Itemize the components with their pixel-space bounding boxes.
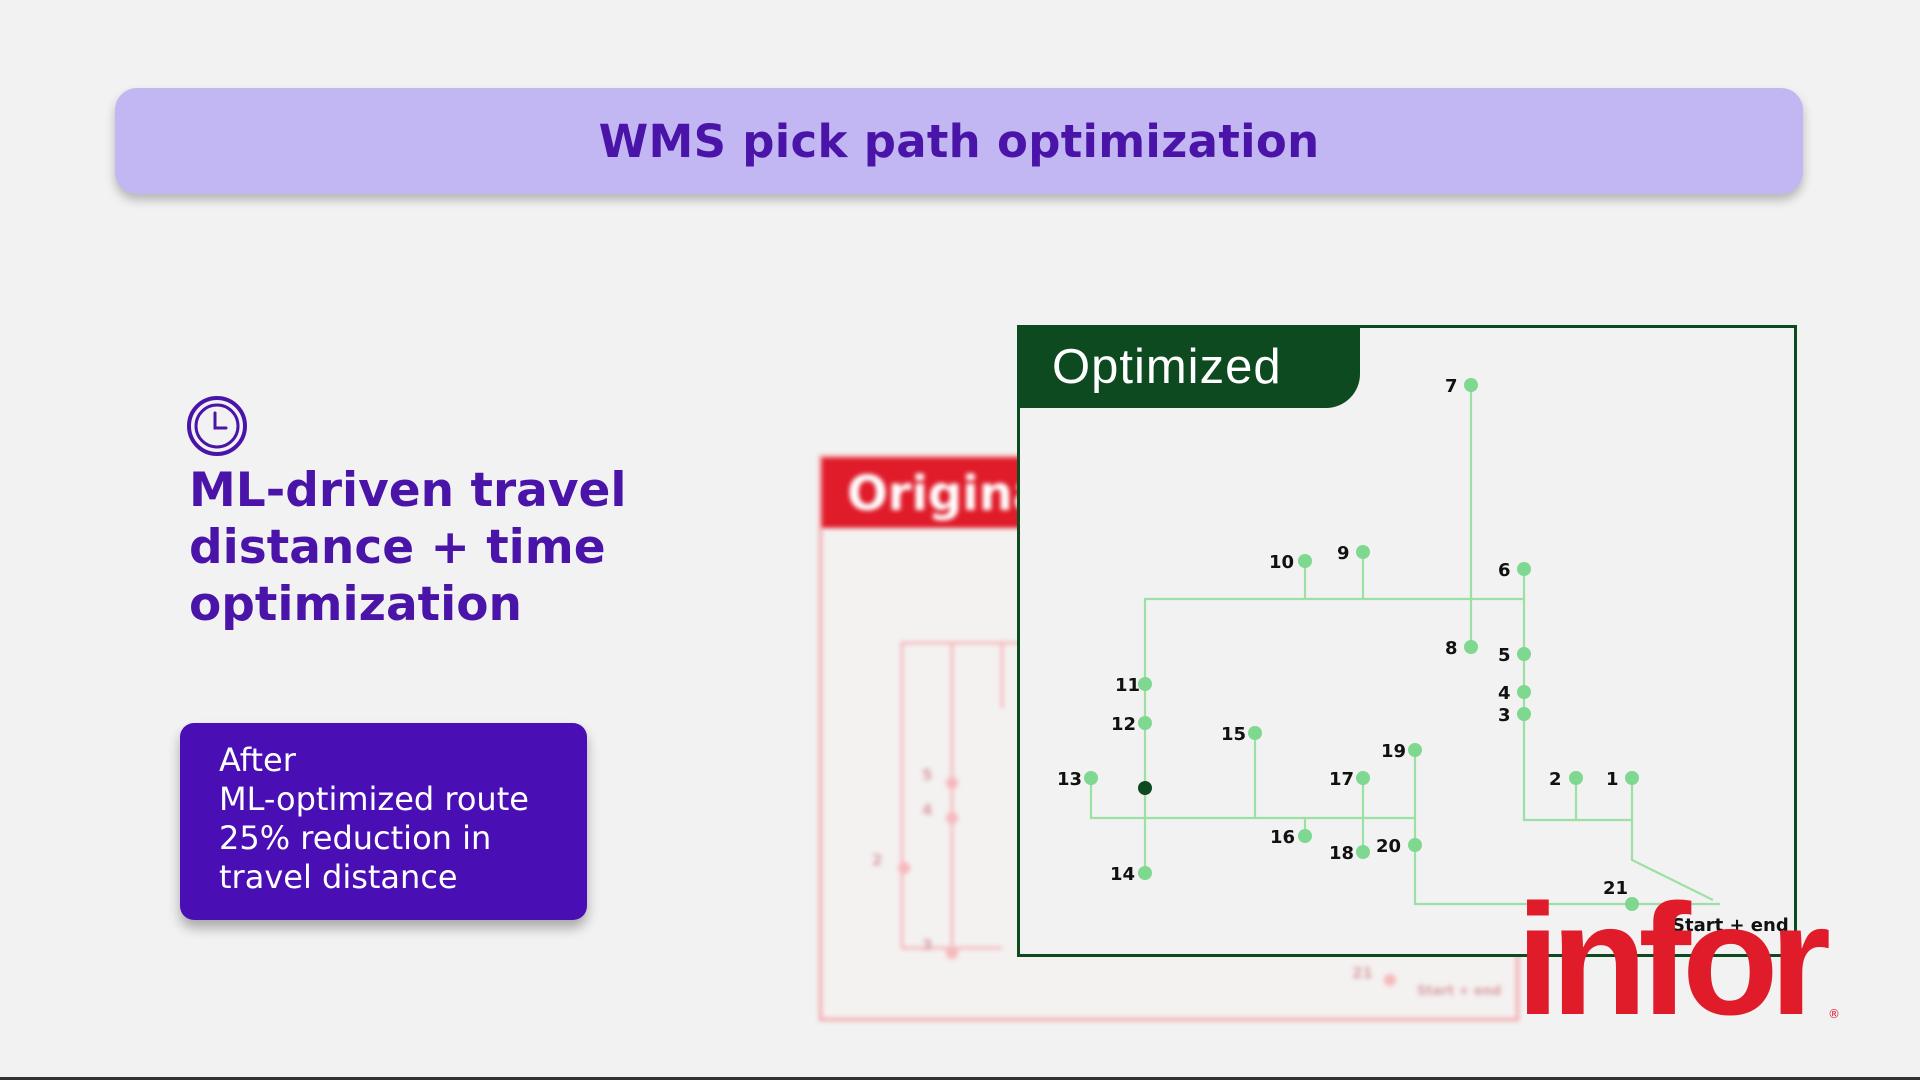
original-label-4: 4 <box>922 801 932 819</box>
title-banner: WMS pick path optimization <box>115 88 1803 194</box>
registered-mark: ® <box>1828 1007 1840 1021</box>
bottom-divider <box>0 1077 1920 1080</box>
callout-line-3: 25% reduction in <box>219 819 492 857</box>
headline-line-3: optimization <box>189 577 522 632</box>
original-label-start: Start + end <box>1417 984 1501 999</box>
optimized-route-panel: Optimized <box>1017 325 1797 957</box>
callout-line-1: After <box>219 741 296 779</box>
infor-logo: infor <box>1516 872 1831 1048</box>
headline: ML-driven travel distance + time optimiz… <box>189 462 709 633</box>
original-label-2: 2 <box>872 851 882 869</box>
callout-line-2: ML-optimized route <box>219 780 529 818</box>
original-route-diagram: 5 4 2 3 21 Start + end <box>872 642 1501 999</box>
original-label-3: 3 <box>922 936 932 954</box>
headline-line-1: ML-driven travel <box>189 463 627 518</box>
clock-icon <box>187 396 247 456</box>
original-label-21: 21 <box>1352 964 1373 982</box>
original-label-5: 5 <box>922 766 932 784</box>
headline-line-2: distance + time <box>189 520 606 575</box>
optimized-tab: Optimized <box>1020 328 1360 408</box>
callout-line-4: travel distance <box>219 858 458 896</box>
result-callout: After ML-optimized route 25% reduction i… <box>180 723 587 920</box>
page-title: WMS pick path optimization <box>598 114 1320 168</box>
